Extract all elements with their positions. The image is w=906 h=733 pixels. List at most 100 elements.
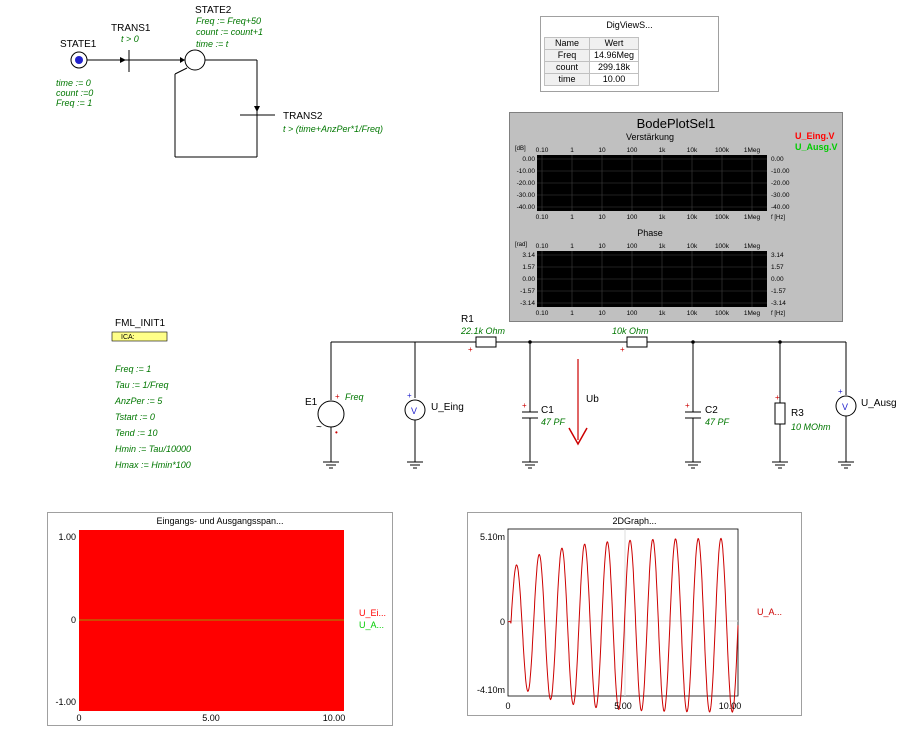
graph2-plot-area[interactable] [507, 528, 739, 697]
c2-value: 47 PF [705, 417, 730, 427]
bode-phase-xtick: 1 [570, 243, 574, 250]
state1-action-1: time := 0 [56, 78, 91, 88]
init-badge[interactable] [111, 331, 168, 342]
digview-header-value: Wert [588, 37, 640, 50]
graph2-xtick-0: 0 [505, 701, 510, 711]
graph2-panel[interactable]: 2DGraph... 5.10m 0 -4.10m 0 5.00 10.00 U… [467, 512, 802, 716]
digview-cell-value: 14.96Meg [588, 49, 640, 62]
bode-gain-xtick: 0.10 [536, 147, 549, 154]
svg-text:+: + [838, 387, 843, 396]
graph1-xtick-2: 10.00 [323, 713, 346, 723]
trans1-label: TRANS1 [111, 23, 151, 34]
init-line-7: Hmax := Hmin*100 [115, 460, 191, 470]
bode-gain-xunit: f [Hz] [771, 215, 785, 221]
bode-phase-ytick: -1.57 [520, 288, 535, 295]
bode-gain-ytick: -10.00 [771, 168, 790, 175]
vout-label: U_Ausg [861, 398, 897, 409]
r2-resistor[interactable] [626, 336, 648, 348]
trans1-condition: t > 0 [121, 34, 139, 44]
graph1-ytick-mid: 0 [71, 615, 76, 625]
bode-phase-xtick: 0.10 [536, 243, 549, 250]
digview-cell-name: Freq [544, 49, 590, 62]
r3-resistor[interactable] [774, 402, 786, 425]
graph2-series-line [508, 537, 739, 713]
bode-phase-xtick: 100 [627, 310, 638, 317]
digview-cell-name: time [544, 73, 590, 86]
bode-gain-xtick: 100k [715, 214, 730, 221]
bode-gain-ytick: -20.00 [517, 180, 536, 187]
e1-source-icon[interactable] [317, 400, 345, 428]
init-badge-text: ICA: [121, 334, 135, 341]
digview-panel[interactable]: DigViewS... Name Wert Freq 14.96Meg coun… [540, 16, 719, 92]
bode-phase-xtick: 100 [627, 243, 638, 250]
bode-gain-ytick: -40.00 [517, 204, 536, 211]
bode-phase-xtick: 10 [598, 243, 606, 250]
svg-text:+: + [775, 393, 780, 402]
graph2-xtick-1: 5.00 [614, 701, 632, 711]
svg-text:V: V [842, 402, 848, 412]
bode-phase-ytick: 0.00 [522, 276, 535, 283]
bode-gain-xtick: 100 [627, 214, 638, 221]
state2-action-2: count := count+1 [196, 27, 263, 37]
graph1-panel[interactable]: Eingangs- und Ausgangsspan... 1.00 0 -1.… [47, 512, 393, 726]
bode-gain-ytick: -40.00 [771, 204, 790, 211]
bode-plot-panel[interactable]: BodePlotSel1 U_Eing.V U_Ausg.V Verstärku… [509, 112, 843, 322]
r2-value: 10k Ohm [612, 326, 649, 336]
bode-phase-ytick: -1.57 [771, 288, 786, 295]
init-line-3: AnzPer := 5 [114, 396, 163, 406]
digview-cell-value: 299.18k [588, 61, 640, 74]
bode-phase-ytick: 0.00 [771, 276, 784, 283]
c1-value: 47 PF [541, 417, 566, 427]
vin-label: U_Eing [431, 402, 464, 413]
trans2-condition: t > (time+AnzPer*1/Freq) [283, 124, 383, 134]
svg-text:+: + [335, 392, 340, 401]
r1-resistor[interactable] [475, 336, 497, 348]
bode-gain-ytick: -30.00 [771, 192, 790, 199]
state1-action-3: Freq := 1 [56, 98, 92, 108]
digview-title: DigViewS... [606, 20, 653, 30]
r3-label: R3 [791, 408, 804, 419]
state2-icon[interactable] [184, 49, 206, 71]
graph1-title: Eingangs- und Ausgangsspan... [156, 516, 284, 526]
bode-phase-ytick: 3.14 [522, 252, 535, 259]
bode-gain-xtick: 1 [570, 147, 574, 154]
init-line-2: Tau := 1/Freq [115, 380, 168, 390]
svg-text:~: ~ [316, 422, 322, 433]
graph2-svg: 5.10m 0 -4.10m 0 5.00 10.00 U_A... [477, 528, 782, 713]
bode-gain-xtick: 1Meg [744, 214, 761, 221]
graph1-legend-1: U_Ei... [359, 608, 386, 618]
graph2-ytick-bot: -4.10m [477, 685, 505, 695]
bode-legend-uausg: U_Ausg.V [795, 142, 838, 152]
bode-gain-xtick: 10k [687, 147, 698, 154]
bode-gain-ytick: 0.00 [522, 156, 535, 163]
graph1-xtick-0: 0 [76, 713, 81, 723]
state1-label: STATE1 [60, 39, 97, 50]
graph2-title: 2DGraph... [612, 516, 657, 526]
bode-phase-ytick: -3.14 [771, 300, 786, 307]
graph1-svg: 1.00 0 -1.00 0 5.00 10.00 U_Ei... U_A... [55, 530, 386, 723]
table-row: count 299.18k [544, 61, 640, 74]
e1-value: Freq [345, 392, 364, 402]
digview-cell-name: count [544, 61, 590, 74]
bode-phase-xtick: 0.10 [536, 310, 549, 317]
bode-gain-ytick: -10.00 [517, 168, 536, 175]
bode-gain-xtick: 1k [659, 214, 667, 221]
bode-phase-ytick: -3.14 [520, 300, 535, 307]
bode-gain-xtick: 0.10 [536, 214, 549, 221]
bode-phase-title: Phase [637, 228, 663, 238]
graph2-xtick-2: 10.00 [719, 701, 742, 711]
bode-phase-xtick: 10k [687, 310, 698, 317]
bode-phase-xtick: 1k [659, 310, 667, 317]
bode-phase-xtick: 100k [715, 243, 730, 250]
init-line-1: Freq := 1 [115, 364, 151, 374]
bode-gain-xtick: 1 [570, 214, 574, 221]
bode-phase-ytick: 1.57 [771, 264, 784, 271]
bode-legend-ueing: U_Eing.V [795, 131, 835, 141]
bode-gain-xtick: 1k [659, 147, 667, 154]
init-line-6: Hmin := Tau/10000 [115, 444, 191, 454]
graph1-ytick-bot: -1.00 [55, 697, 76, 707]
bode-gain-unit: [dB] [515, 146, 526, 152]
svg-text:+: + [468, 345, 473, 354]
svg-text:•: • [335, 428, 338, 437]
table-row: time 10.00 [544, 73, 640, 86]
